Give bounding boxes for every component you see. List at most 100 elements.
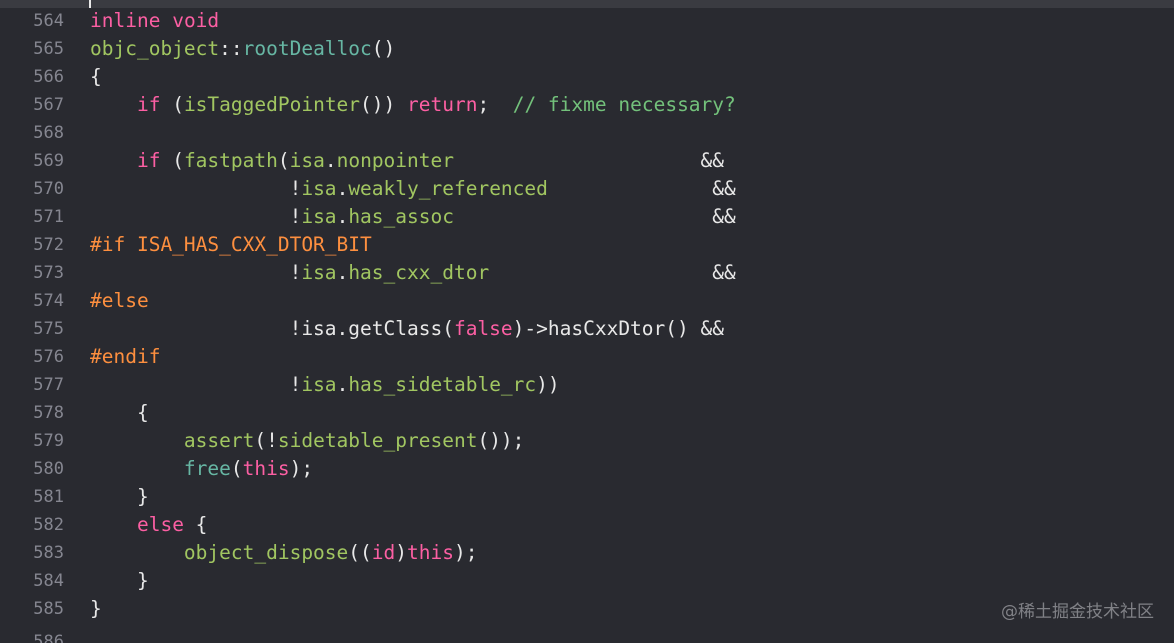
code-text: !isa.has_cxx_dtor && <box>90 259 736 287</box>
code-line[interactable]: 566 { <box>0 63 1174 91</box>
code-line[interactable]: 585} <box>0 595 1174 623</box>
code-token: . <box>336 205 349 228</box>
text-cursor <box>89 0 91 8</box>
code-token: ()) <box>360 93 408 116</box>
code-token: ( <box>160 93 184 116</box>
line-number: 566 <box>33 67 64 87</box>
code-token: :: <box>219 37 243 60</box>
code-token <box>90 149 137 172</box>
code-token: objc_object <box>90 37 220 60</box>
code-token <box>160 9 172 32</box>
code-token: sidetable_present <box>277 429 478 452</box>
line-number: 564 <box>33 11 64 31</box>
code-line[interactable]: 578 { <box>0 399 1174 427</box>
code-line[interactable]: 584 } <box>0 567 1174 595</box>
code-line[interactable]: 579 assert(!sidetable_present()); <box>0 427 1174 455</box>
code-line[interactable]: 576 #endif <box>0 343 1174 371</box>
line-number: 570 <box>33 179 64 199</box>
code-token: #endif <box>90 345 161 368</box>
code-token: object_dispose <box>183 541 349 564</box>
code-token: ! <box>90 177 302 200</box>
line-number: 572 <box>33 235 64 255</box>
code-token: ); <box>453 541 478 564</box>
code-token: has_cxx_dtor <box>348 261 490 284</box>
code-token: rootDealloc <box>242 37 372 60</box>
code-line[interactable]: 569 if (fastpath(isa.nonpointer && <box>0 147 1174 175</box>
code-token: . <box>336 373 349 396</box>
code-token: && <box>489 261 736 284</box>
code-token: ( <box>277 149 290 172</box>
code-token: ! <box>90 373 302 396</box>
code-line[interactable]: 572#if ISA_HAS_CXX_DTOR_BIT <box>0 231 1174 259</box>
line-number: 568 <box>33 123 64 143</box>
line-number: 585 <box>33 599 64 619</box>
previous-line-strip <box>0 0 1174 8</box>
line-number: 586 <box>33 632 64 643</box>
code-text: { <box>90 63 102 91</box>
code-token: return <box>407 93 478 116</box>
code-text: object_dispose((id)this); <box>90 539 478 567</box>
code-token: isa <box>301 261 337 284</box>
code-token: } <box>90 597 102 620</box>
code-text: !isa.weakly_referenced && <box>90 175 736 203</box>
code-line[interactable]: 573 !isa.has_cxx_dtor && <box>0 259 1174 287</box>
code-line[interactable]: 586 <box>0 623 1174 643</box>
code-token: && <box>454 149 725 172</box>
code-token: this <box>407 541 454 564</box>
code-token: has_sidetable_rc <box>348 373 537 396</box>
code-line[interactable]: 580 free(this); <box>0 455 1174 483</box>
code-text: !isa.has_sidetable_rc)) <box>90 371 560 399</box>
code-text: #else <box>90 287 149 315</box>
code-token: . <box>336 177 349 200</box>
line-number: 573 <box>33 263 64 283</box>
code-line[interactable]: 581 } <box>0 483 1174 511</box>
code-token: this <box>242 457 290 480</box>
code-token: // fixme necessary? <box>512 93 736 116</box>
watermark-text: @稀土掘金技术社区 <box>1001 602 1154 622</box>
code-token: isa <box>301 373 337 396</box>
code-token: && <box>453 205 736 228</box>
line-number: 578 <box>33 403 64 423</box>
code-token: ! <box>90 261 302 284</box>
code-text: else { <box>90 511 207 539</box>
line-number: 571 <box>33 207 64 227</box>
code-text: objc_object::rootDealloc() <box>90 35 395 63</box>
code-token: weakly_referenced <box>348 177 548 200</box>
code-token <box>90 429 184 452</box>
code-token: ) <box>395 541 408 564</box>
code-token: !isa.getClass( <box>90 317 454 340</box>
code-text: if (isTaggedPointer()) return; // fixme … <box>90 91 736 119</box>
code-line[interactable]: 583 object_dispose((id)this); <box>0 539 1174 567</box>
code-text: assert(!sidetable_present()); <box>90 427 525 455</box>
code-token: } <box>90 569 149 592</box>
code-token: { <box>90 65 102 88</box>
code-token: fastpath <box>183 149 278 172</box>
code-line[interactable]: 574 #else <box>0 287 1174 315</box>
code-text: } <box>90 567 149 595</box>
code-line[interactable]: 575 !isa.getClass(false)->hasCxxDtor() &… <box>0 315 1174 343</box>
code-line[interactable]: 571 !isa.has_assoc && <box>0 203 1174 231</box>
code-line[interactable]: 568 <box>0 119 1174 147</box>
code-token: false <box>453 317 513 340</box>
code-token: else <box>136 513 184 536</box>
code-line[interactable]: 570 !isa.weakly_referenced && <box>0 175 1174 203</box>
line-number: 575 <box>33 319 64 339</box>
code-token: (( <box>348 541 372 564</box>
code-token: )) <box>536 373 560 396</box>
line-number: 574 <box>33 291 64 311</box>
line-number: 577 <box>33 375 64 395</box>
code-token <box>90 93 137 116</box>
code-token: { <box>90 401 149 424</box>
code-text: free(this); <box>90 455 313 483</box>
code-token: #else <box>90 289 149 312</box>
code-line[interactable]: 567 if (isTaggedPointer()) return; // fi… <box>0 91 1174 119</box>
line-number: 579 <box>33 431 64 451</box>
code-line[interactable]: 577 !isa.has_sidetable_rc)) <box>0 371 1174 399</box>
line-number: 576 <box>33 347 64 367</box>
code-line[interactable]: 582 else { <box>0 511 1174 539</box>
code-text: { <box>90 399 149 427</box>
code-token: id <box>371 541 396 564</box>
